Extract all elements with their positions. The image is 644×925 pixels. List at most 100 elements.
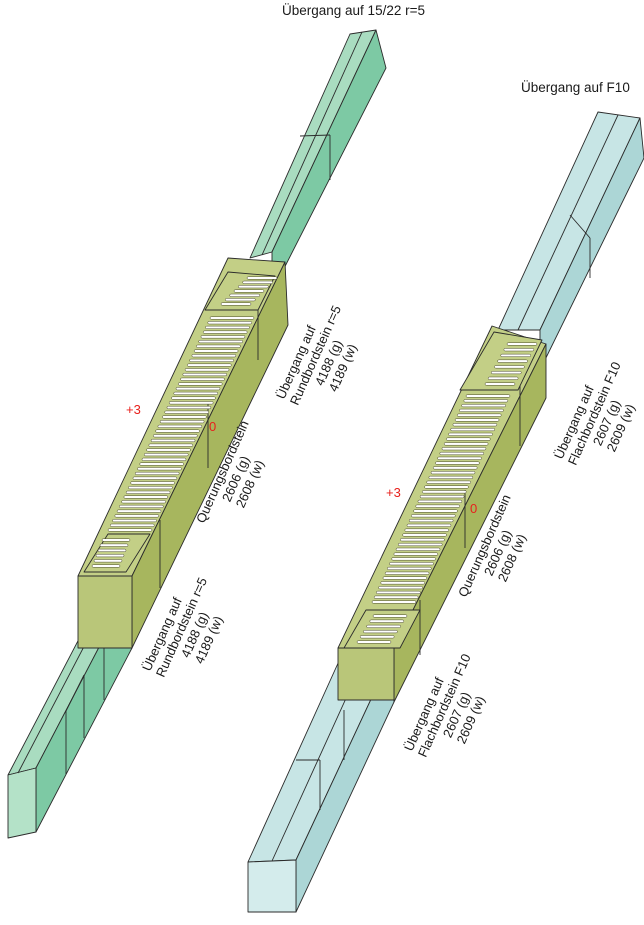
groove-slot bbox=[101, 538, 131, 542]
groove-slot bbox=[207, 321, 252, 325]
groove-slot bbox=[384, 571, 430, 575]
groove-slot bbox=[417, 499, 463, 503]
groove-slot bbox=[419, 495, 465, 499]
right-curb-assembly bbox=[247, 111, 644, 913]
left-plus3-marker: +3 bbox=[126, 402, 141, 417]
groove-slot bbox=[119, 504, 164, 508]
right-top-teal-curb bbox=[497, 111, 644, 371]
groove-slot bbox=[95, 554, 125, 558]
groove-slot bbox=[500, 353, 531, 357]
groove-slot bbox=[242, 280, 273, 284]
right-top-transition-label: Übergang auf Flachbordstein F10 2607 (g)… bbox=[551, 360, 638, 468]
groove-slot bbox=[155, 429, 200, 433]
groove-slot bbox=[459, 408, 504, 412]
groove-slot bbox=[408, 519, 454, 523]
groove-slot bbox=[97, 548, 127, 552]
groove-slot bbox=[189, 358, 234, 362]
groove-slot bbox=[443, 442, 489, 446]
groove-slot bbox=[182, 372, 228, 377]
groove-slot bbox=[404, 528, 450, 532]
groove-slot bbox=[376, 590, 421, 594]
groove-slot bbox=[173, 391, 218, 395]
left-olive-crossing-block bbox=[77, 257, 289, 649]
groove-slot bbox=[448, 432, 493, 436]
groove-slot bbox=[196, 344, 241, 348]
groove-slot bbox=[112, 519, 157, 523]
groove-slot bbox=[93, 559, 123, 563]
groove-slot bbox=[487, 376, 519, 380]
groove-slot bbox=[439, 451, 485, 456]
groove-slot bbox=[209, 316, 255, 320]
groove-slot bbox=[233, 289, 265, 293]
groove-slot bbox=[484, 382, 516, 386]
groove-slot bbox=[175, 387, 221, 391]
groove-slot bbox=[153, 434, 198, 438]
groove-slot bbox=[238, 285, 269, 289]
groove-slot bbox=[91, 564, 121, 568]
right-zero-marker: 0 bbox=[470, 501, 477, 516]
groove-slot bbox=[139, 462, 184, 466]
groove-slot bbox=[193, 349, 239, 353]
groove-slot bbox=[457, 413, 502, 417]
groove-slot bbox=[359, 635, 395, 639]
groove-slot bbox=[134, 471, 180, 476]
groove-slot bbox=[400, 538, 445, 542]
groove-slot bbox=[372, 614, 408, 618]
groove-slot bbox=[132, 476, 178, 480]
groove-slot bbox=[121, 500, 166, 504]
groove-slot bbox=[441, 447, 487, 451]
right-bottom-transition-label: Übergang auf Flachbordstein F10 2607 (g)… bbox=[401, 652, 488, 760]
groove-slot bbox=[391, 557, 436, 561]
groove-slot bbox=[446, 437, 491, 441]
left-top-green-curb bbox=[249, 29, 387, 293]
groove-slot bbox=[178, 382, 223, 386]
groove-slot bbox=[463, 399, 509, 403]
groove-slot bbox=[150, 438, 196, 443]
groove-slot bbox=[180, 377, 225, 381]
groove-slot bbox=[387, 566, 432, 571]
right-olive-crossing-block bbox=[337, 325, 547, 703]
right-heading: Übergang auf F10 bbox=[521, 80, 630, 95]
groove-slot bbox=[166, 405, 212, 410]
groove-slot bbox=[99, 543, 129, 547]
groove-slot bbox=[205, 325, 250, 329]
groove-slot bbox=[369, 619, 405, 623]
groove-slot bbox=[356, 640, 392, 644]
groove-slot bbox=[402, 533, 447, 537]
groove-slot bbox=[393, 552, 439, 556]
groove-slot bbox=[430, 471, 476, 475]
groove-slot bbox=[128, 486, 173, 490]
groove-slot bbox=[171, 396, 216, 400]
groove-slot bbox=[130, 481, 175, 485]
groove-slot bbox=[146, 448, 191, 452]
groove-slot bbox=[450, 427, 495, 432]
groove-slot bbox=[366, 624, 401, 628]
groove-slot bbox=[461, 404, 506, 408]
groove-slot bbox=[389, 562, 434, 566]
groove-slot bbox=[137, 467, 182, 471]
groove-slot bbox=[395, 547, 441, 551]
groove-slot bbox=[378, 586, 423, 590]
groove-slot bbox=[422, 490, 467, 494]
groove-slot bbox=[159, 420, 205, 424]
groove-slot bbox=[110, 523, 155, 527]
groove-slot bbox=[465, 394, 511, 398]
groove-slot bbox=[503, 348, 535, 352]
groove-slot bbox=[225, 298, 256, 302]
groove-slot bbox=[497, 359, 528, 363]
groove-slot bbox=[454, 418, 500, 422]
groove-slot bbox=[435, 461, 480, 465]
groove-slot bbox=[494, 365, 525, 369]
groove-slot bbox=[200, 335, 246, 339]
groove-slot bbox=[107, 528, 153, 532]
groove-slot bbox=[424, 485, 469, 489]
groove-slot bbox=[371, 600, 417, 604]
groove-slot bbox=[184, 368, 230, 372]
groove-slot bbox=[415, 504, 460, 508]
groove-slot bbox=[123, 495, 169, 499]
groove-slot bbox=[506, 342, 538, 346]
groove-slot bbox=[148, 443, 194, 447]
groove-slot bbox=[437, 456, 482, 460]
groove-slot bbox=[411, 514, 456, 518]
